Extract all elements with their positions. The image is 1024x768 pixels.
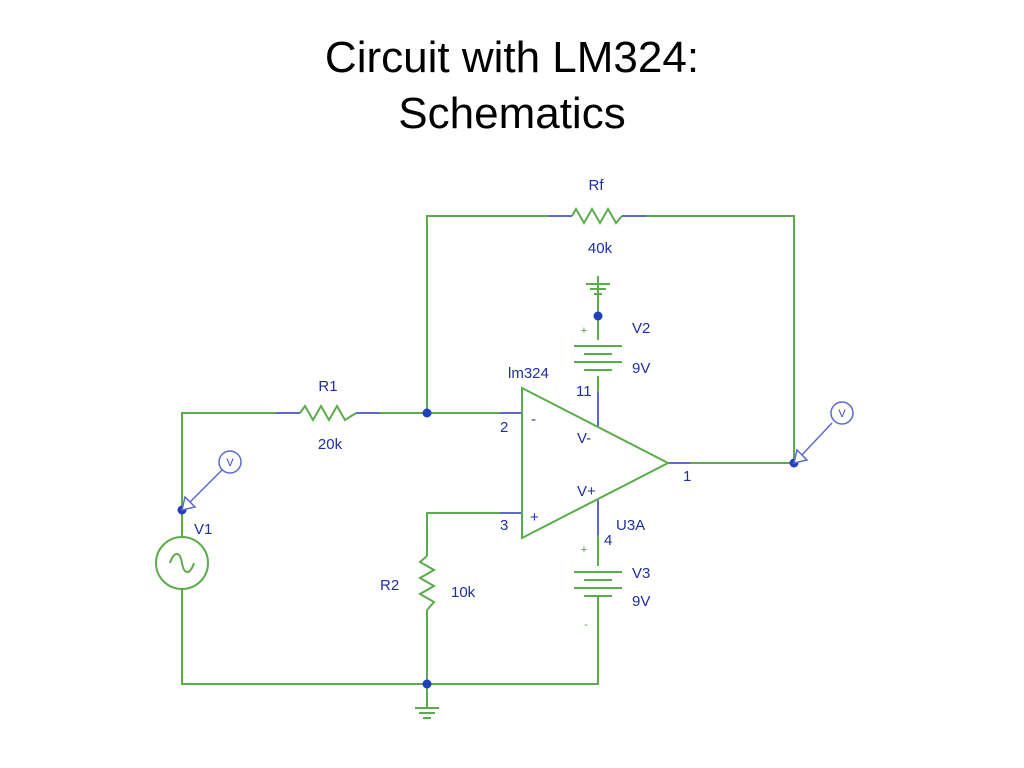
title-line-1: Circuit with LM324: [324,33,700,82]
probe-output-label: V [838,408,846,420]
v3-name: V3 [632,565,650,582]
pin-2-label: 2 [500,419,508,436]
pin-4-label: 4 [604,532,612,549]
r1-resistor-symbol [299,403,357,423]
voltage-probe-input[interactable]: V [180,450,242,512]
ground-symbol-top [586,276,610,296]
v2-value: 9V [632,360,650,377]
opamp-vneg-label: V- [577,430,591,447]
pin-11-label: 11 [576,383,592,400]
opamp-triangle [521,386,671,540]
wires [181,215,795,708]
v3-value: 9V [632,593,650,610]
v3-plus-sign: + [581,544,587,556]
title-line-2: Schematics [398,89,626,138]
junction-nodes [177,311,799,689]
voltage-probe-output[interactable]: V [792,401,854,465]
rf-name: Rf [589,177,605,194]
r2-name: R2 [380,577,399,594]
opamp-model: lm324 [508,365,549,382]
pin-leads [276,215,690,535]
opamp-vpos-label: V+ [577,483,596,500]
r1-value: 20k [318,436,343,453]
r2-resistor-symbol [417,555,437,611]
ground-symbol-bottom [415,707,439,719]
rf-resistor-symbol [571,206,623,226]
rf-value: 40k [588,240,613,257]
pin-3-label: 3 [500,517,508,534]
r2-value: 10k [451,584,476,601]
v3-minus-sign: - [584,619,588,631]
v2-name: V2 [632,320,650,337]
opamp-inv-symbol: - [531,411,536,428]
r1-name: R1 [318,378,337,395]
v1-name: V1 [194,521,212,538]
v2-battery [574,345,622,371]
v3-battery [574,571,622,628]
probe-input-label: V [226,457,234,469]
v1-ac-source [155,510,209,592]
opamp-noninv-symbol: + [530,509,539,526]
pin-1-label: 1 [683,468,691,485]
opamp-ref: U3A [616,517,645,534]
v2-plus-sign: + [581,325,587,337]
slide-title: Circuit with LM324: Schematics [0,30,1024,142]
